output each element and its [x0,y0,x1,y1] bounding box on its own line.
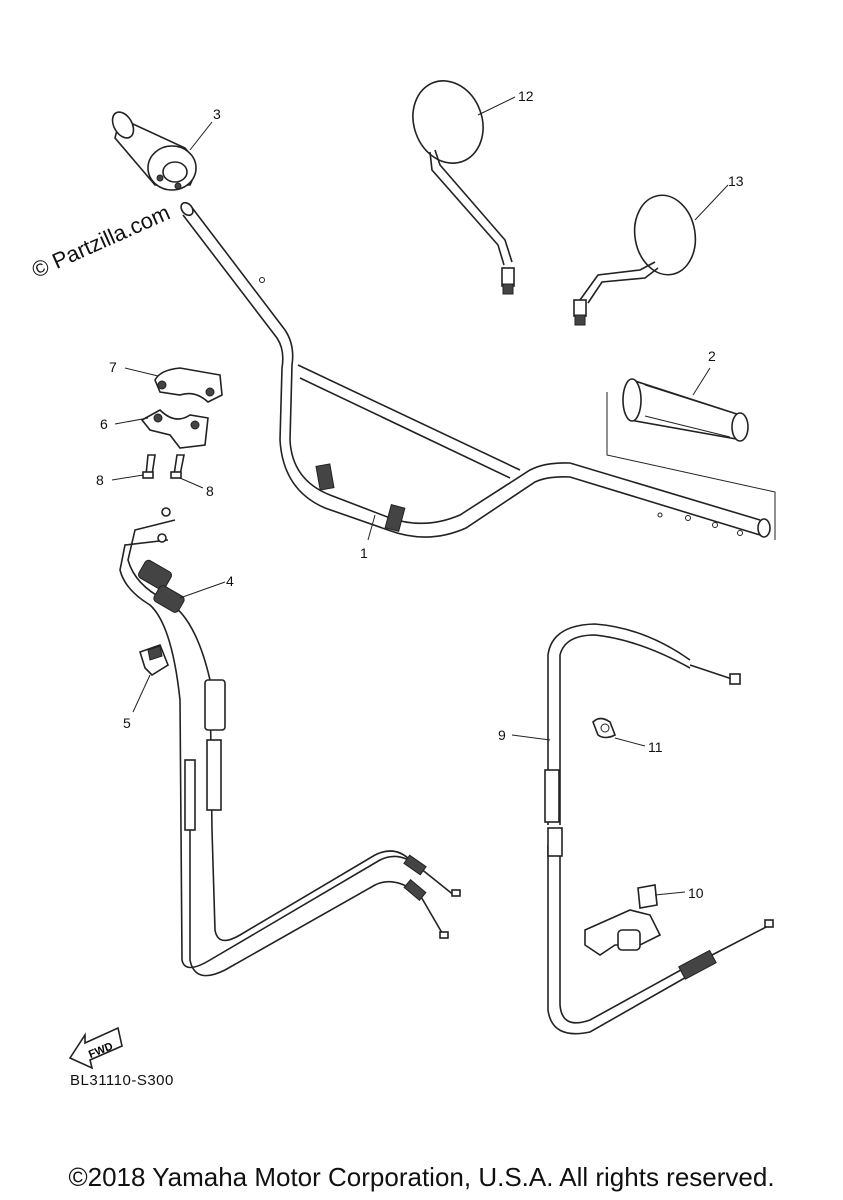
callout-leader-5 [132,674,151,713]
callout-7: 7 [109,359,117,375]
bolts [111,454,204,489]
callout-leader-8a [111,474,144,481]
callout-leader-2 [692,367,711,396]
diagram-code: BL31110-S300 [70,1072,174,1089]
mirror-right [412,80,516,295]
handlebar-holder-upper [124,367,223,403]
grip-left [622,367,749,442]
callout-11: 11 [648,739,663,755]
callout-8b: 8 [206,483,214,499]
handlebar-holder-lower [114,409,209,449]
callout-4: 4 [226,573,234,589]
callout-2: 2 [708,348,716,364]
callout-3: 3 [213,106,221,122]
callout-8a: 8 [96,472,104,488]
callout-leader-8b [179,477,204,489]
fwd-arrow-icon: FWD [68,1026,123,1070]
callout-10: 10 [688,885,704,901]
callout-leader-1 [367,514,376,541]
throttle-cable [119,507,461,977]
callout-leader-13 [694,184,729,221]
callout-13: 13 [728,173,744,189]
callout-leader-6 [114,417,149,425]
copyright-notice: ©2018 Yamaha Motor Corporation, U.S.A. A… [68,1162,775,1192]
handlebar [180,201,776,541]
callout-leader-10 [654,891,686,896]
callout-leader-3 [189,121,213,151]
mirror-left [573,184,729,326]
callout-6: 6 [100,416,108,432]
cable-holder [132,643,169,713]
callout-1: 1 [360,545,368,561]
clutch-cable [511,623,774,1035]
callout-12: 12 [518,88,534,104]
callout-leader-9 [511,734,551,741]
cable-clamp [592,717,646,747]
callout-leader-7 [124,367,159,377]
cable-guide [584,884,686,956]
callout-5: 5 [123,715,131,731]
callout-9: 9 [498,727,506,743]
callout-leader-11 [614,737,646,747]
callout-leader-12 [477,96,516,116]
throttle-grip [111,111,213,191]
callout-leader-4 [179,581,226,599]
